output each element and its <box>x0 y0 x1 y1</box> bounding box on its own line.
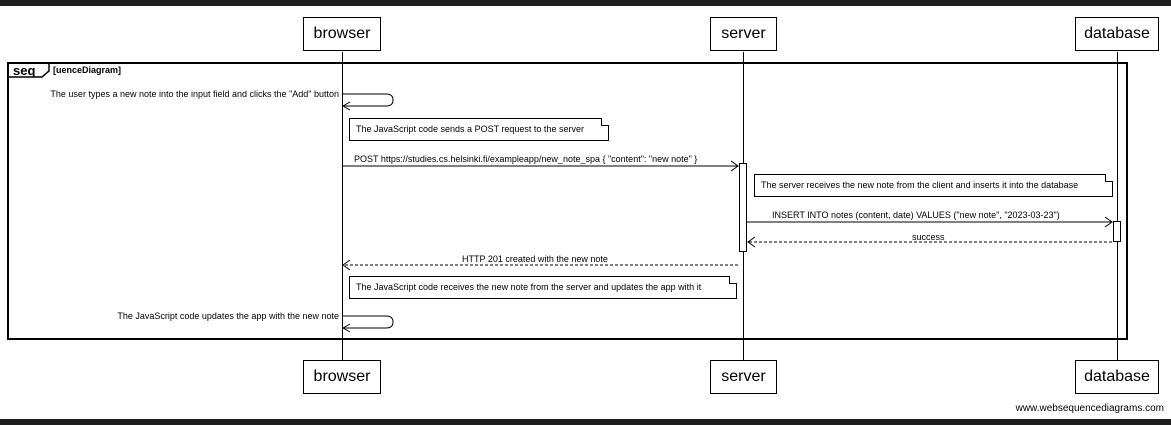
post-request-label: POST https://studies.cs.helsinki.fi/exam… <box>354 154 698 164</box>
actor-database-top: database <box>1075 17 1159 51</box>
bottom-border-bar <box>0 419 1171 425</box>
self-arrow-user-action <box>343 93 394 107</box>
user-action-label: The user types a new note into the input… <box>50 89 339 99</box>
update-self-label: The JavaScript code updates the app with… <box>117 311 339 321</box>
insert-label: INSERT INTO notes (content, date) VALUES… <box>772 210 1060 220</box>
actor-browser-top: browser <box>303 17 381 51</box>
lifeline-database <box>1117 52 1118 362</box>
insert-arrow-head <box>1104 216 1113 228</box>
footer-credit: www.websequencediagrams.com <box>1015 403 1164 414</box>
http201-label: HTTP 201 created with the new note <box>462 254 608 264</box>
frame-tab-outline <box>8 63 50 78</box>
self-arrow-user-action-head <box>341 101 351 111</box>
actor-database-bottom: database <box>1075 360 1159 394</box>
lifeline-browser <box>342 52 343 362</box>
success-label: success <box>912 232 945 242</box>
seq-frame: seq [uenceDiagram] <box>7 62 1128 340</box>
frame-keyword: seq <box>13 63 36 78</box>
actor-browser-bottom: browser <box>303 360 381 394</box>
actor-server-top: server <box>710 17 777 51</box>
self-arrow-update-head <box>341 323 351 333</box>
self-arrow-update <box>343 315 394 329</box>
database-activation <box>1113 221 1121 242</box>
note-post-request: The JavaScript code sends a POST request… <box>349 118 609 141</box>
http201-arrow-head <box>342 259 351 271</box>
server-activation <box>739 163 747 252</box>
success-arrow-head <box>747 236 756 248</box>
actor-server-bottom: server <box>710 360 777 394</box>
post-arrow-head <box>730 160 739 172</box>
note-server-insert: The server receives the new note from th… <box>754 174 1113 197</box>
top-border-bar <box>0 0 1171 6</box>
note-update-app: The JavaScript code receives the new not… <box>349 276 737 299</box>
frame-title: [uenceDiagram] <box>53 65 122 75</box>
